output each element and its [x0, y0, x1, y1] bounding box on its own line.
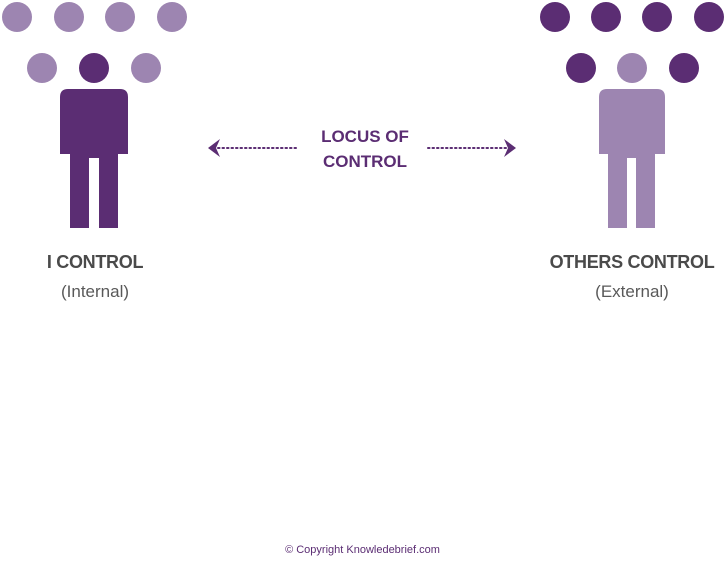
left-dot	[54, 2, 84, 32]
right-dot	[694, 2, 724, 32]
left-dot	[79, 53, 109, 83]
right-dot	[617, 53, 647, 83]
internal-heading: I CONTROL	[46, 252, 144, 272]
external-person-icon	[599, 89, 665, 228]
internal-caption: I CONTROL (Internal)	[0, 252, 205, 302]
left-arrow-icon	[208, 139, 297, 157]
right-dot	[566, 53, 596, 83]
right-dot	[642, 2, 672, 32]
internal-group	[2, 2, 187, 228]
right-dot	[540, 2, 570, 32]
left-dot	[27, 53, 57, 83]
external-heading: OTHERS CONTROL	[549, 252, 715, 272]
external-caption: OTHERS CONTROL (External)	[522, 252, 725, 302]
external-subtitle: (External)	[595, 282, 669, 301]
internal-subtitle: (Internal)	[60, 282, 130, 301]
locus-of-control-label: LOCUS OF CONTROL	[295, 124, 435, 174]
right-dot	[591, 2, 621, 32]
internal-person-icon	[60, 89, 128, 228]
left-dot	[105, 2, 135, 32]
copyright-footer: © Copyright Knowledebrief.com	[285, 544, 440, 556]
left-dot	[157, 2, 187, 32]
left-dot	[131, 53, 161, 83]
right-dot	[669, 53, 699, 83]
center-label-line1: LOCUS OF	[321, 127, 409, 146]
left-dot	[2, 2, 32, 32]
external-group	[540, 2, 724, 228]
right-arrow-icon	[427, 139, 516, 157]
center-label-line2: CONTROL	[322, 152, 408, 171]
